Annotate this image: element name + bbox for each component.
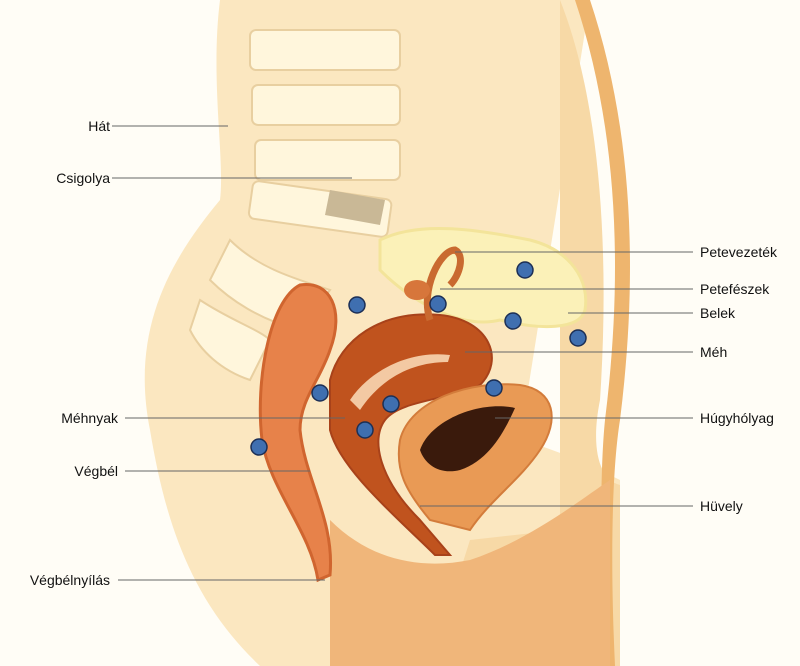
label-vegbelnyilas: Végbélnyílás (29, 572, 110, 588)
ovary (404, 280, 430, 300)
label-belek: Belek (700, 305, 736, 321)
bladder-interior (420, 406, 515, 472)
lower-body (330, 480, 610, 666)
label-huvely: Hüvely (700, 498, 743, 514)
uterine-cavity (350, 354, 450, 410)
label-meh: Méh (700, 344, 728, 360)
uterus (329, 313, 493, 556)
marker-dot[interactable] (504, 312, 522, 330)
label-hat: Hát (88, 118, 110, 134)
label-hugyholyag: Húgyhólyag (700, 410, 774, 426)
label-petevezetek: Petevezeték (700, 244, 778, 260)
vertebra-dark (325, 190, 385, 225)
label-mehnyak: Méhnyak (61, 410, 118, 426)
marker-dot[interactable] (569, 329, 587, 347)
label-petefeszek: Petefészek (700, 281, 770, 297)
body-front (430, 0, 620, 666)
label-csigolya: Csigolya (56, 170, 110, 186)
marker-dot[interactable] (348, 296, 366, 314)
marker-dot[interactable] (382, 395, 400, 413)
marker-dot[interactable] (356, 421, 374, 439)
marker-dot[interactable] (429, 295, 447, 313)
abdominal-wall (575, 0, 630, 666)
leader-lines (112, 125, 693, 581)
marker-dot[interactable] (516, 261, 534, 279)
marker-dot[interactable] (485, 379, 503, 397)
marker-dot[interactable] (311, 384, 329, 402)
rectum (258, 282, 338, 583)
marker-dot[interactable] (250, 438, 268, 456)
label-vegbel: Végbél (74, 463, 118, 479)
